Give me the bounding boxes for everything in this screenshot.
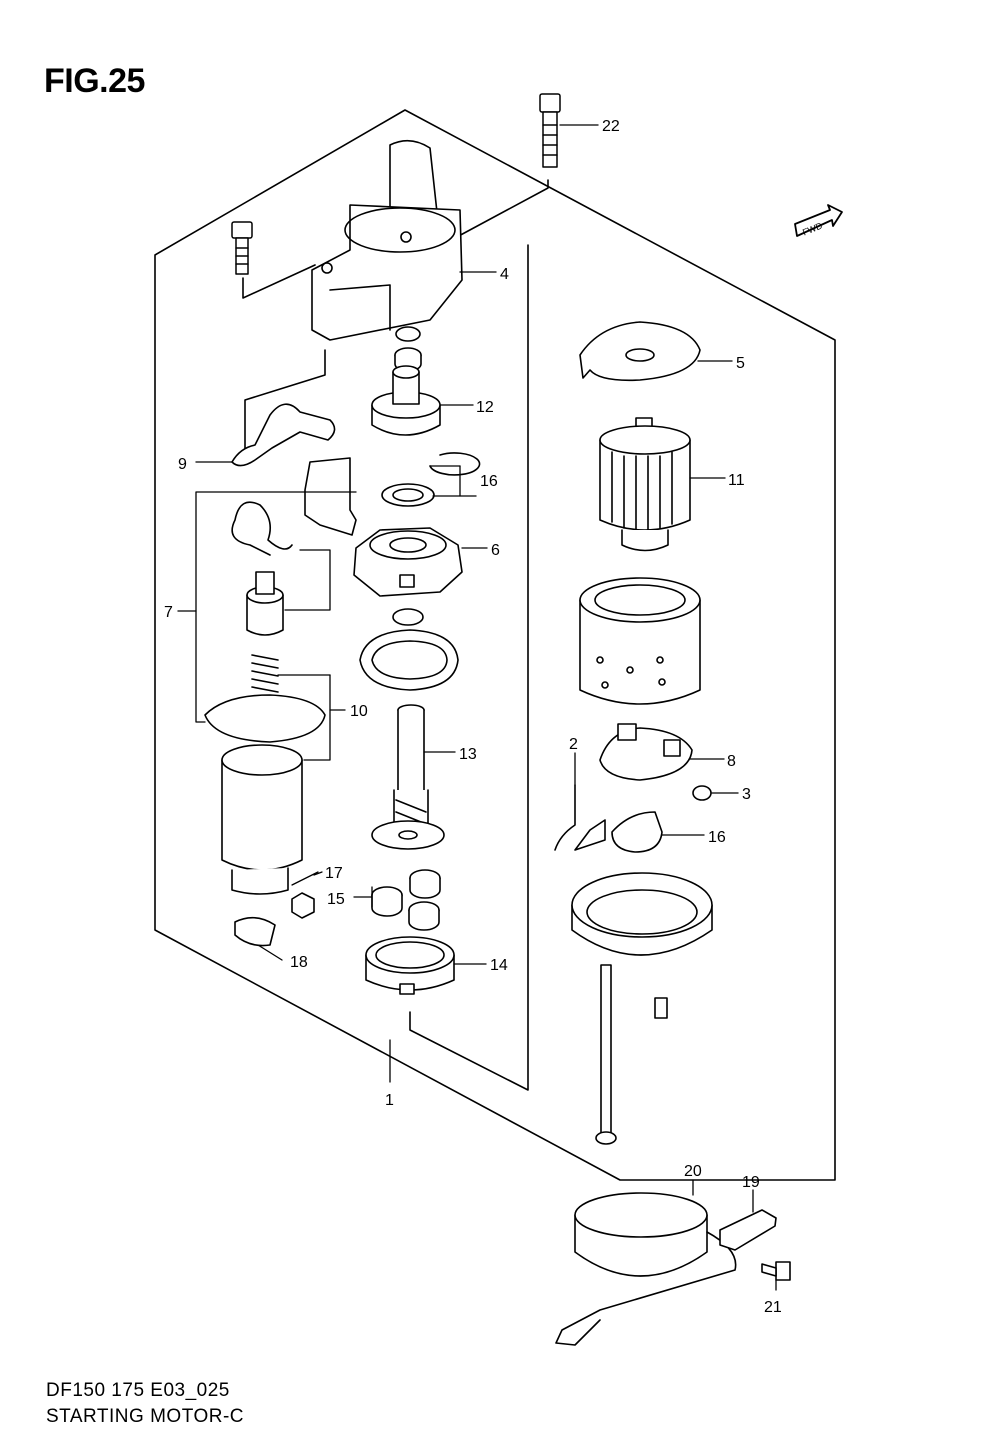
callout-11: 11 — [728, 472, 745, 489]
callout-6: 6 — [491, 542, 500, 559]
callout-21: 21 — [764, 1299, 782, 1316]
assembly-outline — [154, 109, 836, 1181]
bolt-22 — [539, 93, 561, 168]
callout-2: 2 — [569, 736, 578, 753]
armature-11 — [599, 417, 691, 552]
bolt-leader-22 — [454, 179, 549, 251]
lead-wire-2 — [554, 784, 606, 851]
drawing-code: DF150 175 E03_025 — [46, 1380, 230, 1401]
seal-ring — [395, 326, 421, 342]
callout-10: 10 — [350, 703, 368, 720]
callout-3: 3 — [742, 786, 751, 803]
callout-5: 5 — [736, 355, 745, 372]
washer — [381, 483, 435, 507]
shaft-13 — [371, 704, 445, 850]
internal-gear-14 — [365, 936, 455, 995]
through-bolt — [595, 964, 617, 1145]
callout-16-top: 16 — [480, 473, 498, 490]
planet-gears-15 — [371, 869, 441, 931]
housing-4 — [311, 139, 463, 341]
plate-5 — [579, 321, 701, 382]
callout-labels: 22 4 5 12 9 11 16 6 7 10 2 13 8 3 16 17 … — [164, 118, 782, 1316]
solenoid-plunger — [304, 457, 357, 536]
nut-17 — [291, 892, 315, 919]
callout-7: 7 — [164, 604, 173, 621]
lever-9 — [231, 403, 336, 467]
o-ring — [392, 608, 424, 626]
bolt-21 — [761, 1261, 791, 1281]
fwd-arrow-icon — [794, 204, 843, 237]
callout-18: 18 — [290, 954, 308, 971]
callout-15: 15 — [327, 891, 345, 908]
leader-lines — [177, 124, 777, 1291]
end-cover — [571, 872, 713, 956]
band-20 — [555, 1192, 737, 1346]
gear-housing-6 — [353, 527, 463, 597]
solenoid-body — [221, 744, 303, 895]
pinion-12 — [371, 365, 441, 436]
nut-3 — [692, 785, 712, 801]
spring — [251, 654, 279, 693]
callout-13: 13 — [459, 746, 477, 763]
screw — [654, 997, 668, 1019]
callout-17: 17 — [325, 865, 343, 882]
bracket-19 — [719, 1209, 777, 1251]
bolt-left — [231, 221, 253, 275]
snap-ring-16 — [429, 452, 481, 476]
yoke — [579, 577, 701, 705]
callout-22: 22 — [602, 118, 620, 135]
callout-20: 20 — [684, 1163, 702, 1180]
washer-16-lower — [611, 811, 663, 853]
gasket — [359, 629, 459, 691]
figure-title: FIG.25 — [44, 62, 145, 100]
callout-1: 1 — [385, 1092, 394, 1109]
callout-14: 14 — [490, 957, 508, 974]
flange-plate — [204, 694, 326, 743]
callout-9: 9 — [178, 456, 187, 473]
bolt-leader-left — [242, 264, 316, 299]
inner-bracket-right — [409, 244, 529, 1091]
inner-bracket-left — [244, 349, 326, 461]
callout-12: 12 — [476, 399, 494, 416]
callout-19: 19 — [742, 1174, 760, 1191]
drawing-caption: STARTING MOTOR-C — [46, 1406, 244, 1427]
callout-16-bottom: 16 — [708, 829, 726, 846]
callout-8: 8 — [727, 753, 736, 770]
callout-4: 4 — [500, 266, 509, 283]
spring-wire — [231, 501, 293, 556]
solenoid-core — [246, 571, 284, 636]
clip-18 — [234, 916, 276, 947]
